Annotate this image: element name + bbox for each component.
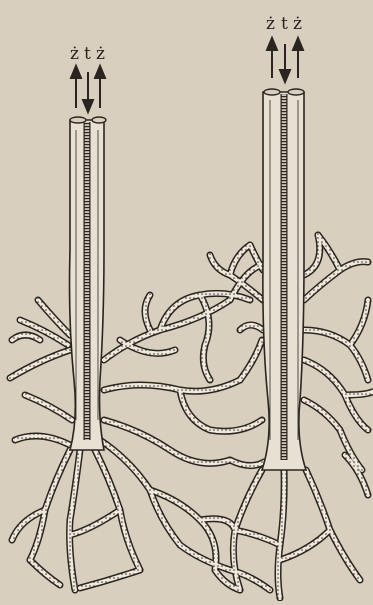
right-label-c: ż (293, 14, 302, 34)
right-label-b: t (281, 14, 288, 34)
right-flow-arrows (267, 38, 303, 82)
hypha-strand-interior (30, 560, 60, 585)
left-label-a: ż (70, 44, 79, 64)
hyphal-network (10, 235, 372, 598)
left-label-b: t (84, 44, 91, 64)
hypha-strand-interior (240, 340, 262, 380)
left-label-c: ż (96, 44, 105, 64)
right-conducting-strand (262, 89, 306, 470)
left-conducting-strand (70, 117, 107, 450)
hypha-strand-interior (25, 395, 72, 420)
hypha-strand-interior (80, 570, 140, 588)
hypha-strand-interior (304, 235, 320, 275)
left-flow-arrows (71, 66, 105, 112)
hypha-strand-interior (180, 390, 262, 431)
hypha-strand-interior (10, 350, 70, 378)
right-label-a: ż (266, 14, 275, 34)
